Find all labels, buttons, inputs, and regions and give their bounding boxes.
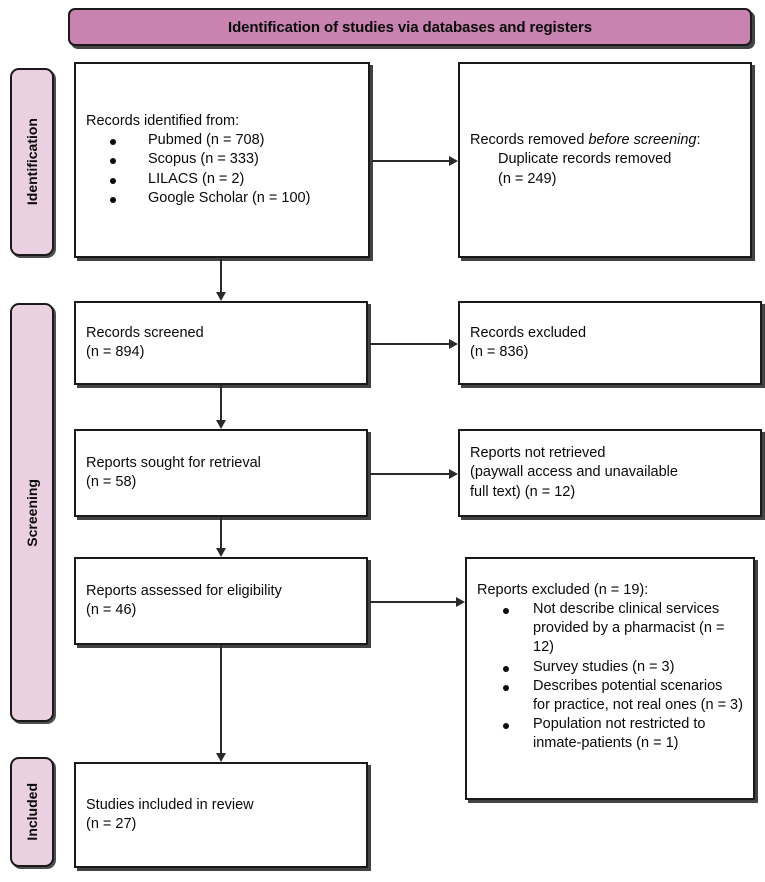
stage-label-screening-text: Screening xyxy=(24,478,40,547)
list-item: Pubmed (n = 708) xyxy=(86,131,358,150)
records-removed-heading-tail: : xyxy=(696,132,701,149)
list-item: Describes potential scenarios for practi… xyxy=(477,677,743,715)
records-excluded-label: Records excluded xyxy=(470,324,587,341)
records-removed-detail-line2: (n = 249) xyxy=(498,170,557,187)
records-removed-heading-italic: before screening xyxy=(588,132,697,149)
records-removed-heading-plain: Records removed xyxy=(470,132,589,149)
records-screened-label: Records screened xyxy=(86,324,204,341)
connector-screened-to-excluded xyxy=(370,339,458,349)
reports-assessed-label: Reports assessed for eligibility xyxy=(86,582,282,599)
box-records-excluded: Records excluded (n = 836) xyxy=(458,301,762,385)
records-identified-sources: Pubmed (n = 708) Scopus (n = 333) LILACS… xyxy=(86,131,358,208)
box-records-screened: Records screened (n = 894) xyxy=(74,301,368,385)
diagram-header-banner: Identification of studies via databases … xyxy=(68,8,752,46)
stage-label-included: Included xyxy=(10,757,54,867)
reports-sought-label: Reports sought for retrieval xyxy=(86,454,261,471)
box-reports-assessed: Reports assessed for eligibility (n = 46… xyxy=(74,557,368,645)
connector-screened-to-sought xyxy=(216,385,226,429)
studies-included-count: (n = 27) xyxy=(86,816,137,832)
stage-label-identification-text: Identification xyxy=(24,118,40,206)
records-removed-heading: Records removed before screening: xyxy=(470,131,740,150)
banner-title: Identification of studies via databases … xyxy=(228,18,592,36)
box-reports-sought: Reports sought for retrieval (n = 58) xyxy=(74,429,368,517)
records-screened-count: (n = 894) xyxy=(86,344,145,360)
box-reports-not-retrieved: Reports not retrieved (paywall access an… xyxy=(458,429,762,517)
list-item: LILACS (n = 2) xyxy=(86,170,358,189)
records-excluded-count: (n = 836) xyxy=(470,344,529,360)
stage-label-screening: Screening xyxy=(10,303,54,722)
connector-assessed-to-included xyxy=(216,645,226,762)
reports-sought-count: (n = 58) xyxy=(86,474,137,490)
connector-identified-to-removed xyxy=(372,156,458,166)
connector-assessed-to-reports-excluded xyxy=(370,597,465,607)
box-studies-included: Studies included in review (n = 27) xyxy=(74,762,368,868)
studies-included-label: Studies included in review xyxy=(86,796,254,813)
reports-not-retrieved-count: full text) (n = 12) xyxy=(470,483,576,500)
records-removed-detail-line1: Duplicate records removed xyxy=(498,151,672,168)
list-item: Not describe clinical services provided … xyxy=(477,600,743,657)
reports-not-retrieved-reason: (paywall access and unavailable xyxy=(470,464,678,481)
stage-label-identification: Identification xyxy=(10,68,54,256)
reports-excluded-title: Reports excluded (n = 19): xyxy=(477,582,649,598)
box-records-removed: Records removed before screening: Duplic… xyxy=(458,62,752,258)
list-item: Survey studies (n = 3) xyxy=(477,658,743,677)
box-records-identified: Records identified from: Pubmed (n = 708… xyxy=(74,62,370,258)
records-identified-title: Records identified from: xyxy=(86,113,240,130)
stage-label-included-text: Included xyxy=(24,783,40,841)
reports-not-retrieved-label: Reports not retrieved xyxy=(470,445,606,462)
connector-sought-to-not-retrieved xyxy=(370,469,458,479)
reports-excluded-reasons: Not describe clinical services provided … xyxy=(477,600,743,753)
reports-assessed-count: (n = 46) xyxy=(86,602,137,618)
connector-identified-to-screened xyxy=(216,258,226,301)
list-item: Google Scholar (n = 100) xyxy=(86,189,358,208)
box-reports-excluded: Reports excluded (n = 19): Not describe … xyxy=(465,557,755,800)
connector-sought-to-assessed xyxy=(216,517,226,557)
list-item: Scopus (n = 333) xyxy=(86,150,358,169)
list-item: Population not restricted to inmate-pati… xyxy=(477,715,743,753)
